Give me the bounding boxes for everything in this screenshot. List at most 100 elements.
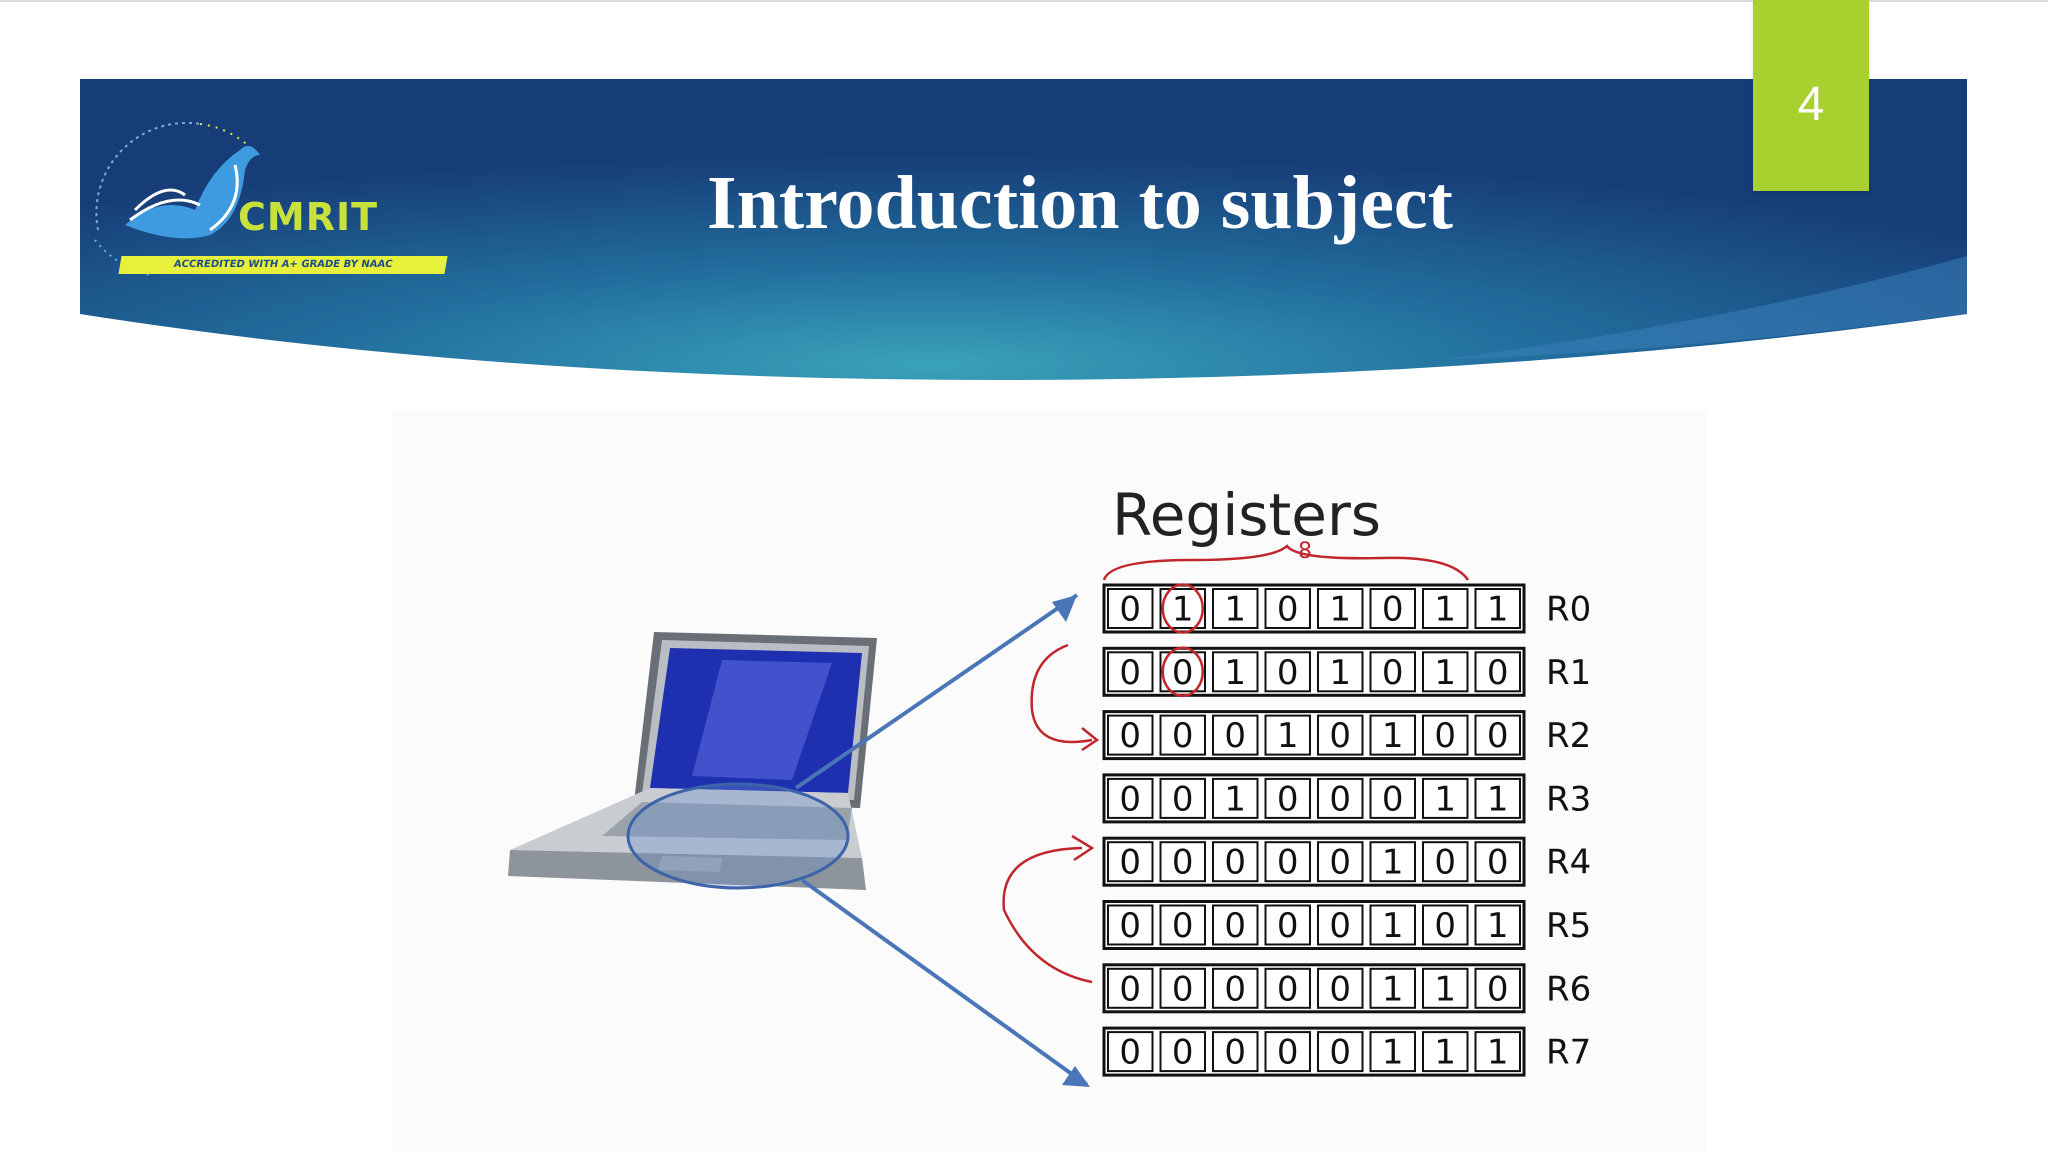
- bit-cell: [1107, 714, 1154, 756]
- bit-value: 1: [1434, 779, 1456, 819]
- bit-cell: [1474, 588, 1521, 629]
- bit-value: 0: [1119, 779, 1141, 819]
- bit-value: 0: [1434, 906, 1456, 946]
- bit-cell: [1107, 967, 1154, 1009]
- bit-value: 1: [1172, 590, 1194, 630]
- bit-value: 1: [1434, 590, 1456, 630]
- register-frame: [1102, 646, 1526, 697]
- bit-value: 0: [1382, 779, 1404, 819]
- bit-value: 0: [1277, 779, 1299, 819]
- bit-value: 0: [1329, 1033, 1351, 1073]
- bit-value: 0: [1329, 906, 1351, 946]
- bit-cell: [1422, 967, 1469, 1009]
- bit-value: 0: [1172, 906, 1194, 946]
- bit-cell: [1159, 777, 1206, 819]
- bit-cell: [1369, 904, 1416, 946]
- r6-to-r4-curve: [1002, 846, 1093, 984]
- bit-cell: [1317, 904, 1364, 946]
- bit-cell: [1212, 588, 1259, 629]
- r1-to-r2-curve: [1030, 643, 1093, 744]
- bit-value: 1: [1434, 1033, 1456, 1073]
- register-name: R1: [1546, 653, 1591, 693]
- bit-cell: [1159, 651, 1206, 693]
- bit-value: 0: [1224, 969, 1246, 1009]
- bit-cell: [1422, 777, 1469, 819]
- bit-value: 0: [1487, 843, 1509, 883]
- bit-value: 1: [1277, 716, 1299, 756]
- bit-value: 1: [1382, 906, 1404, 946]
- bit-cell: [1212, 904, 1259, 946]
- bit-cell: [1107, 1031, 1154, 1073]
- bit-cell: [1107, 904, 1154, 946]
- bit-value: 1: [1329, 653, 1351, 693]
- bit-value: 0: [1119, 653, 1141, 693]
- bit-value: 0: [1119, 969, 1141, 1009]
- register-name: R7: [1546, 1033, 1591, 1073]
- bit-cell: [1212, 841, 1259, 883]
- bit-cell: [1474, 967, 1521, 1009]
- bit-value: 1: [1487, 779, 1509, 819]
- logo-accreditation-badge: ACCREDITED WITH A+ GRADE BY NAAC: [118, 256, 448, 274]
- bit-value: 0: [1277, 906, 1299, 946]
- bit-value: 0: [1329, 716, 1351, 756]
- register-frame: [1102, 836, 1526, 887]
- arrow-to-r0: [794, 593, 1079, 790]
- bit-value: 1: [1224, 779, 1246, 819]
- bit-value: 1: [1487, 906, 1509, 946]
- bit-highlight-circle: [1161, 646, 1204, 698]
- bit-value: 0: [1224, 843, 1246, 883]
- bit-value: 1: [1434, 653, 1456, 693]
- bit-value: 0: [1119, 590, 1141, 630]
- slide-number: 4: [1797, 78, 1825, 131]
- bit-value: 1: [1382, 716, 1404, 756]
- bit-value: 1: [1329, 590, 1351, 630]
- bit-value: 0: [1277, 1033, 1299, 1073]
- bit-value: 1: [1382, 843, 1404, 883]
- bit-value: 0: [1382, 590, 1404, 630]
- bit-value: 0: [1277, 653, 1299, 693]
- bit-cell: [1369, 588, 1416, 629]
- bit-cell: [1422, 904, 1469, 946]
- bit-value: 0: [1172, 716, 1194, 756]
- bit-value: 0: [1172, 1033, 1194, 1073]
- bit-value: 0: [1487, 653, 1509, 693]
- bit-cell: [1264, 1031, 1311, 1073]
- bit-value: 0: [1434, 843, 1456, 883]
- bit-cell: [1317, 588, 1364, 629]
- bit-value: 0: [1172, 843, 1194, 883]
- register-frame: [1102, 773, 1526, 824]
- logo-brand-text: CMRIT: [238, 195, 379, 239]
- bit-value: 0: [1277, 843, 1299, 883]
- arrow-head-r7: [1062, 1066, 1090, 1087]
- bit-cell: [1474, 1031, 1521, 1073]
- bit-cell: [1474, 777, 1521, 819]
- register-frame: [1102, 900, 1526, 950]
- bit-value: 1: [1487, 1033, 1509, 1073]
- arrow-head-r0: [1052, 595, 1077, 622]
- bit-cell: [1317, 841, 1364, 883]
- register-frame: [1102, 963, 1526, 1014]
- bit-cell: [1474, 841, 1521, 883]
- bit-cell: [1159, 841, 1206, 883]
- bit-cell: [1159, 967, 1206, 1009]
- title-banner: [80, 79, 1967, 380]
- bit-cell: [1422, 1031, 1469, 1073]
- bit-value: 0: [1329, 969, 1351, 1009]
- bit-value: 0: [1487, 716, 1509, 756]
- bit-cell: [1317, 777, 1364, 819]
- bit-cell: [1422, 588, 1469, 629]
- bit-value: 0: [1119, 1033, 1141, 1073]
- bit-value: 1: [1382, 969, 1404, 1009]
- bit-value: 1: [1224, 653, 1246, 693]
- bit-cell: [1159, 714, 1206, 756]
- bit-cell: [1317, 651, 1364, 693]
- bit-value: 1: [1382, 1033, 1404, 1073]
- bit-cell: [1107, 651, 1154, 693]
